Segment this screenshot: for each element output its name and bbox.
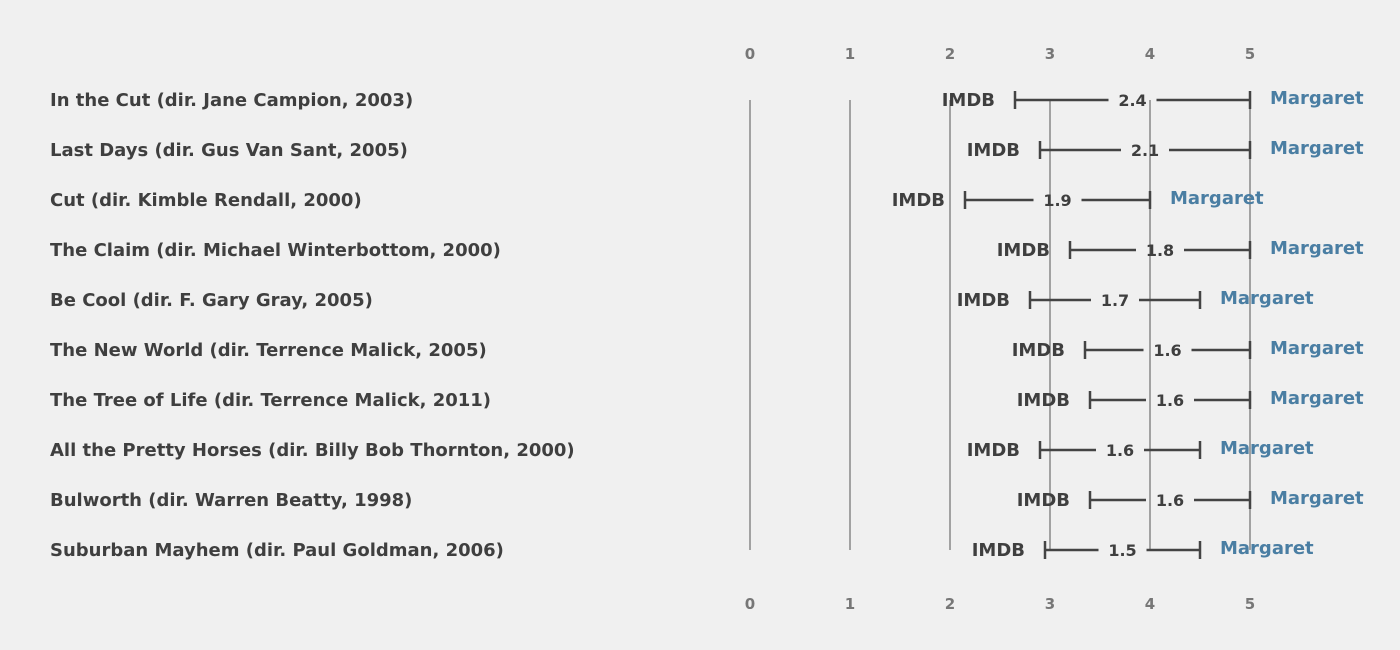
difference-label: 1.9 bbox=[1043, 191, 1071, 210]
margaret-label: Margaret bbox=[1220, 288, 1314, 309]
chart-row: In the Cut (dir. Jane Campion, 2003) IMDB… bbox=[50, 88, 1364, 111]
chart-row: The New World (dir. Terrence Malick, 200… bbox=[50, 338, 1364, 361]
bottom-tick-label: 5 bbox=[1245, 595, 1255, 613]
margaret-label: Margaret bbox=[1170, 188, 1264, 209]
chart-row: Last Days (dir. Gus Van Sant, 2005) IMDB 2… bbox=[50, 138, 1364, 161]
top-tick-label: 4 bbox=[1145, 45, 1155, 63]
top-axis: 0 1 2 3 4 5 bbox=[745, 45, 1255, 63]
imdb-label: IMDB bbox=[1012, 340, 1065, 361]
margaret-label: Margaret bbox=[1270, 138, 1364, 159]
imdb-label: IMDB bbox=[1017, 490, 1070, 511]
film-title: Suburban Mayhem (dir. Paul Goldman, 2006… bbox=[50, 540, 504, 561]
bottom-axis: 0 1 2 3 4 5 bbox=[745, 595, 1255, 613]
film-title: Cut (dir. Kimble Rendall, 2000) bbox=[50, 190, 362, 211]
imdb-label: IMDB bbox=[972, 540, 1025, 561]
top-tick-label: 1 bbox=[845, 45, 855, 63]
margaret-label: Margaret bbox=[1270, 388, 1364, 409]
difference-label: 2.1 bbox=[1131, 141, 1159, 160]
difference-label: 1.6 bbox=[1156, 391, 1184, 410]
chart-row: All the Pretty Horses (dir. Billy Bob Th… bbox=[50, 438, 1314, 461]
film-title: Bulworth (dir. Warren Beatty, 1998) bbox=[50, 490, 412, 511]
margaret-label: Margaret bbox=[1270, 238, 1364, 259]
film-title: The Tree of Life (dir. Terrence Malick, … bbox=[50, 390, 491, 411]
margaret-label: Margaret bbox=[1270, 488, 1364, 509]
chart-row: Suburban Mayhem (dir. Paul Goldman, 2006… bbox=[50, 538, 1314, 561]
film-title: All the Pretty Horses (dir. Billy Bob Th… bbox=[50, 440, 575, 461]
margaret-label: Margaret bbox=[1220, 438, 1314, 459]
chart-row: The Claim (dir. Michael Winterbottom, 20… bbox=[50, 238, 1364, 261]
imdb-label: IMDB bbox=[967, 140, 1020, 161]
bottom-tick-label: 4 bbox=[1145, 595, 1155, 613]
margaret-label: Margaret bbox=[1270, 338, 1364, 359]
bottom-tick-label: 2 bbox=[945, 595, 955, 613]
gridlines bbox=[749, 100, 1251, 550]
film-title: In the Cut (dir. Jane Campion, 2003) bbox=[50, 90, 413, 111]
margaret-label: Margaret bbox=[1270, 88, 1364, 109]
bottom-tick-label: 1 bbox=[845, 595, 855, 613]
imdb-label: IMDB bbox=[957, 290, 1010, 311]
difference-label: 1.7 bbox=[1101, 291, 1129, 310]
top-tick-label: 3 bbox=[1045, 45, 1055, 63]
difference-label: 2.4 bbox=[1118, 91, 1146, 110]
chart-row: Bulworth (dir. Warren Beatty, 1998) IMDB 1… bbox=[50, 488, 1364, 511]
top-tick-label: 2 bbox=[945, 45, 955, 63]
film-title: The New World (dir. Terrence Malick, 200… bbox=[50, 340, 487, 361]
film-title: The Claim (dir. Michael Winterbottom, 20… bbox=[50, 240, 501, 261]
chart-row: The Tree of Life (dir. Terrence Malick, … bbox=[50, 388, 1364, 411]
imdb-label: IMDB bbox=[892, 190, 945, 211]
film-title: Be Cool (dir. F. Gary Gray, 2005) bbox=[50, 290, 373, 311]
chart-row: Cut (dir. Kimble Rendall, 2000) IMDB 1.9 Ma… bbox=[50, 188, 1264, 211]
difference-label: 1.5 bbox=[1108, 541, 1136, 560]
imdb-label: IMDB bbox=[942, 90, 995, 111]
top-tick-label: 0 bbox=[745, 45, 755, 63]
imdb-label: IMDB bbox=[997, 240, 1050, 261]
difference-label: 1.6 bbox=[1156, 491, 1184, 510]
chart-row: Be Cool (dir. F. Gary Gray, 2005) IMDB 1.7… bbox=[50, 288, 1314, 311]
difference-label: 1.6 bbox=[1153, 341, 1181, 360]
margaret-label: Margaret bbox=[1220, 538, 1314, 559]
top-tick-label: 5 bbox=[1245, 45, 1255, 63]
chart-rows: In the Cut (dir. Jane Campion, 2003) IMDB… bbox=[50, 88, 1364, 561]
difference-label: 1.6 bbox=[1106, 441, 1134, 460]
imdb-label: IMDB bbox=[967, 440, 1020, 461]
film-title: Last Days (dir. Gus Van Sant, 2005) bbox=[50, 140, 408, 161]
difference-label: 1.8 bbox=[1146, 241, 1174, 260]
imdb-label: IMDB bbox=[1017, 390, 1070, 411]
bottom-tick-label: 0 bbox=[745, 595, 755, 613]
bottom-tick-label: 3 bbox=[1045, 595, 1055, 613]
